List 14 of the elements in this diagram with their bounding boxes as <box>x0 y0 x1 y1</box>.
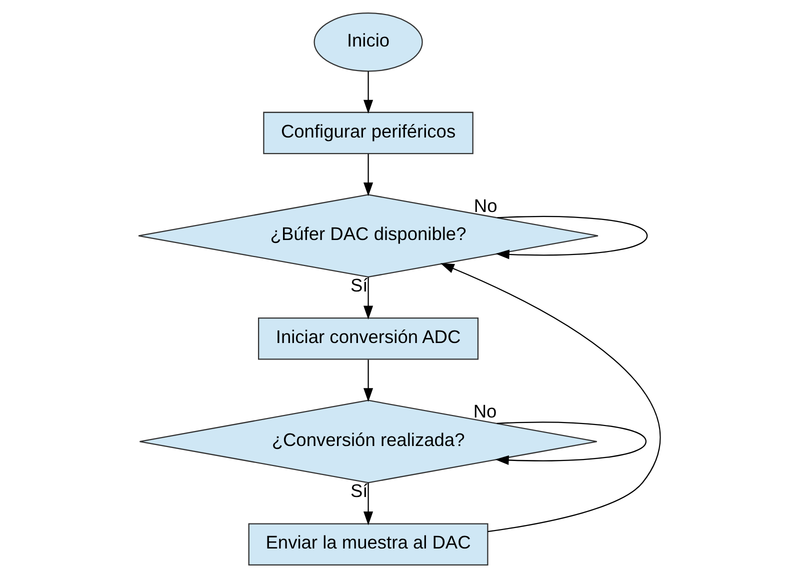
node-box: Configurar periféricos <box>263 112 474 154</box>
arrow <box>495 422 647 465</box>
node-box: Enviar la muestra al DAC <box>248 523 488 566</box>
arrow <box>363 71 374 114</box>
arrow <box>496 216 648 260</box>
arrow <box>363 276 374 320</box>
edge-label: No <box>473 400 497 422</box>
arrow <box>363 482 374 526</box>
node-ellipse: Inicio <box>314 12 423 72</box>
arrow <box>363 360 374 402</box>
arrow <box>440 263 661 532</box>
edge-label: No <box>474 194 498 216</box>
arrow <box>363 154 374 196</box>
node-box: Iniciar conversión ADC <box>258 318 479 360</box>
